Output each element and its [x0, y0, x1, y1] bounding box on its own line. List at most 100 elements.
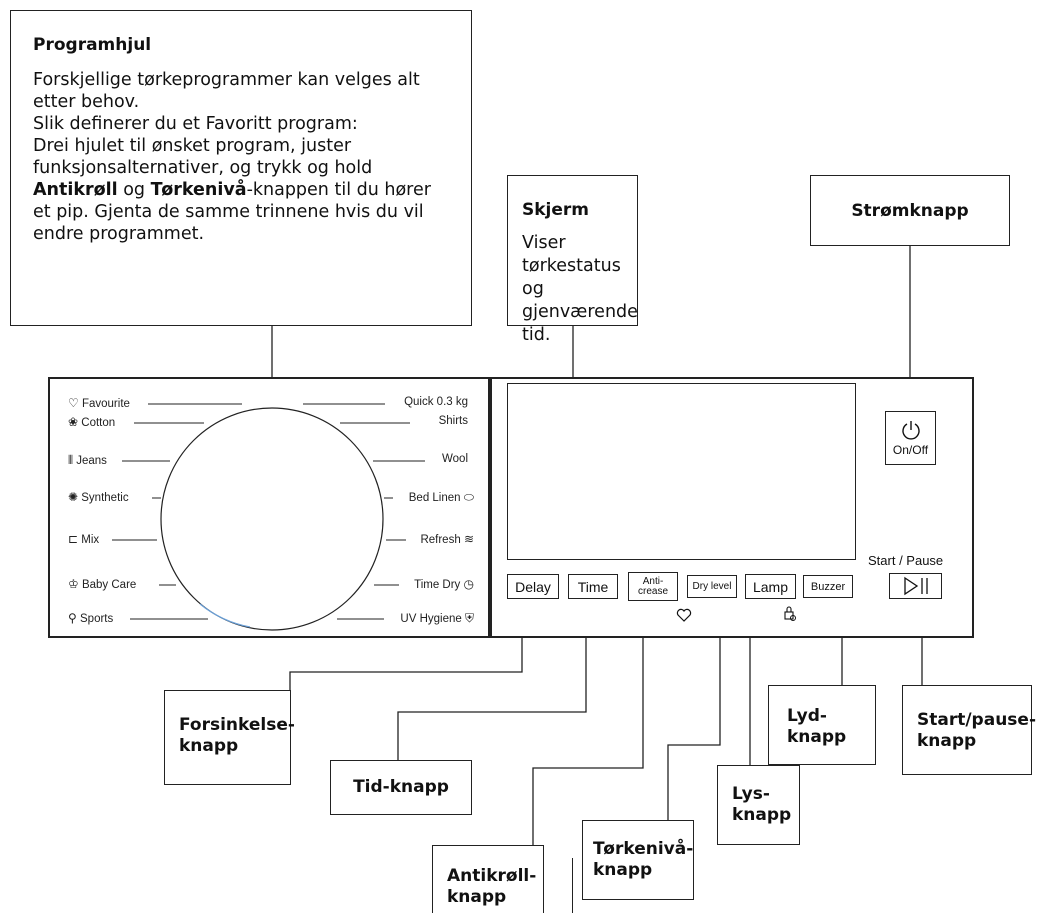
- anti-crease-label-text: Antikrøll- knapp: [447, 866, 543, 908]
- program-synthetic-label: Synthetic: [81, 492, 129, 504]
- program-cotton-label: Cotton: [81, 417, 116, 429]
- program-shirts-label: Shirts: [438, 415, 468, 427]
- mix-icon: ⊏: [68, 532, 79, 546]
- anti-crease-button[interactable]: Anti- crease: [628, 572, 678, 601]
- program-wheel-line2: Slik definerer du et Favoritt program:: [33, 114, 358, 134]
- program-baby-care[interactable]: ♔ Baby Care: [68, 577, 136, 591]
- program-cotton[interactable]: ❀ Cotton: [68, 415, 115, 429]
- program-refresh-label: Refresh: [420, 534, 461, 546]
- on-off-label: On/Off: [892, 443, 929, 457]
- program-favourite-label: Favourite: [81, 398, 130, 410]
- anti-crease-label-box: Antikrøll- knapp: [432, 845, 544, 913]
- delay-label-text: Forsinkelse- knapp: [179, 715, 295, 757]
- start-pause-label-line1: Start/pause-: [917, 710, 1037, 730]
- program-quick-label: Quick 0.3 kg: [404, 396, 468, 408]
- anti-crease-box-side: [572, 858, 573, 913]
- lamp-label-line1: Lys-: [732, 784, 770, 804]
- lamp-label-text: Lys- knapp: [732, 784, 799, 826]
- program-bed-linen[interactable]: Bed Linen ⬭: [409, 490, 474, 505]
- program-wheel-line3-pre: Drei hjulet til ønsket program, juster f…: [33, 136, 373, 178]
- program-bed-linen-label: Bed Linen: [408, 492, 461, 504]
- lamp-label: Lamp: [752, 578, 789, 595]
- shield-icon: ⛨: [464, 611, 474, 625]
- program-wheel-callout: Programhjul Forskjellige tørkeprogrammer…: [10, 10, 472, 326]
- program-uv-hygiene-label: UV Hygiene: [400, 613, 462, 625]
- dry-level-label-line1: Tørkenivå-: [593, 839, 694, 859]
- program-synthetic[interactable]: ✺ Synthetic: [68, 490, 129, 504]
- dry-level-button[interactable]: Dry level: [687, 575, 737, 598]
- program-wool-label: Wool: [442, 453, 468, 465]
- screen-title: Skjerm: [522, 200, 590, 220]
- heart-icon: [676, 608, 692, 622]
- synthetic-icon: ✺: [68, 490, 79, 504]
- dry-level-label-line2: knapp: [593, 860, 653, 880]
- time-label-text: Tid-knapp: [353, 777, 449, 797]
- buzzer-label-line2: knapp: [787, 727, 847, 747]
- delay-label-line1: Forsinkelse-: [179, 715, 295, 735]
- heart-icon: ♡: [68, 396, 79, 410]
- screen-text: Viser tørkestatus og gjenværende tid.: [522, 233, 638, 345]
- buzzer-label-box: Lyd- knapp: [768, 685, 876, 765]
- baby-care-icon: ♔: [68, 577, 79, 591]
- program-jeans[interactable]: ⫴ Jeans: [68, 453, 107, 468]
- start-pause-label-text: Start/pause- knapp: [917, 710, 1036, 752]
- start-pause-label-line2: knapp: [917, 731, 977, 751]
- dial-drawing: [112, 403, 425, 631]
- display-screen: [507, 383, 856, 560]
- power-icon: [901, 421, 920, 440]
- dry-level-label: Dry level: [692, 581, 732, 592]
- program-wheel-bold-anticrease: Antikrøll: [33, 180, 118, 200]
- buzzer-button[interactable]: Buzzer: [803, 575, 853, 598]
- program-mix-label: Mix: [81, 534, 100, 546]
- program-time-dry[interactable]: Time Dry ◷: [414, 577, 474, 591]
- start-pause-button[interactable]: [889, 573, 942, 599]
- program-baby-care-label: Baby Care: [81, 579, 137, 591]
- program-wool[interactable]: Wool: [442, 453, 468, 465]
- child-lock-icon: [784, 606, 796, 621]
- time-label: Time: [577, 578, 609, 595]
- anti-crease-label-line1: Antikrøll-: [447, 866, 537, 886]
- program-uv-hygiene[interactable]: UV Hygiene ⛨: [400, 611, 474, 626]
- delay-label-box: Forsinkelse- knapp: [164, 690, 295, 785]
- program-wheel-title: Programhjul: [33, 35, 152, 55]
- jeans-icon: ⫴: [68, 453, 74, 467]
- control-panel: On/Off Start / Pause Delay Time Anti- cr…: [490, 377, 974, 638]
- lamp-label-line2: knapp: [732, 805, 792, 825]
- start-pause-label: Start / Pause: [868, 553, 944, 568]
- program-refresh[interactable]: Refresh ≋: [420, 532, 474, 546]
- power-title: Strømknapp: [851, 200, 969, 221]
- power-callout: Strømknapp: [810, 175, 1010, 246]
- program-time-dry-label: Time Dry: [414, 579, 461, 591]
- dry-level-label-text: Tørkenivå- knapp: [593, 839, 693, 881]
- program-mix[interactable]: ⊏ Mix: [68, 532, 99, 546]
- cotton-icon: ❀: [68, 415, 79, 429]
- dry-level-label-box: Tørkenivå- knapp: [582, 820, 694, 900]
- program-dial-panel: ♡ Favourite ❀ Cotton ⫴ Jeans ✺ Synthetic…: [48, 377, 490, 638]
- anti-crease-label-1: Anti-: [642, 575, 664, 587]
- sports-icon: ⚲: [68, 611, 77, 625]
- time-button[interactable]: Time: [568, 574, 618, 599]
- program-sports[interactable]: ⚲ Sports: [68, 611, 113, 625]
- lamp-button[interactable]: Lamp: [745, 574, 796, 599]
- program-shirts[interactable]: Shirts: [439, 415, 468, 427]
- anti-crease-label-line2: knapp: [447, 887, 507, 907]
- program-quick[interactable]: Quick 0.3 kg: [404, 396, 468, 408]
- buzzer-label: Buzzer: [810, 580, 846, 593]
- play-pause-icon: [903, 576, 928, 596]
- program-sports-label: Sports: [80, 613, 114, 625]
- buzzer-label-text: Lyd- knapp: [787, 706, 875, 748]
- delay-button[interactable]: Delay: [507, 574, 559, 599]
- program-wheel-line3-post: -knappen til du hører et pip. Gjenta de …: [33, 180, 431, 244]
- lamp-label-box: Lys- knapp: [717, 765, 800, 845]
- program-favourite[interactable]: ♡ Favourite: [68, 396, 130, 410]
- anti-crease-label-2: crease: [637, 585, 668, 597]
- on-off-button[interactable]: On/Off: [885, 411, 936, 465]
- delay-label-line2: knapp: [179, 736, 239, 756]
- delay-label: Delay: [515, 578, 551, 595]
- time-label-box: Tid-knapp: [330, 760, 472, 815]
- program-wheel-text: Forskjellige tørkeprogrammer kan velges …: [33, 69, 449, 245]
- program-wheel-line1: Forskjellige tørkeprogrammer kan velges …: [33, 70, 420, 112]
- start-pause-label-box: Start/pause- knapp: [902, 685, 1036, 775]
- program-wheel-mid: og: [117, 180, 151, 200]
- clock-icon: ◷: [463, 577, 474, 591]
